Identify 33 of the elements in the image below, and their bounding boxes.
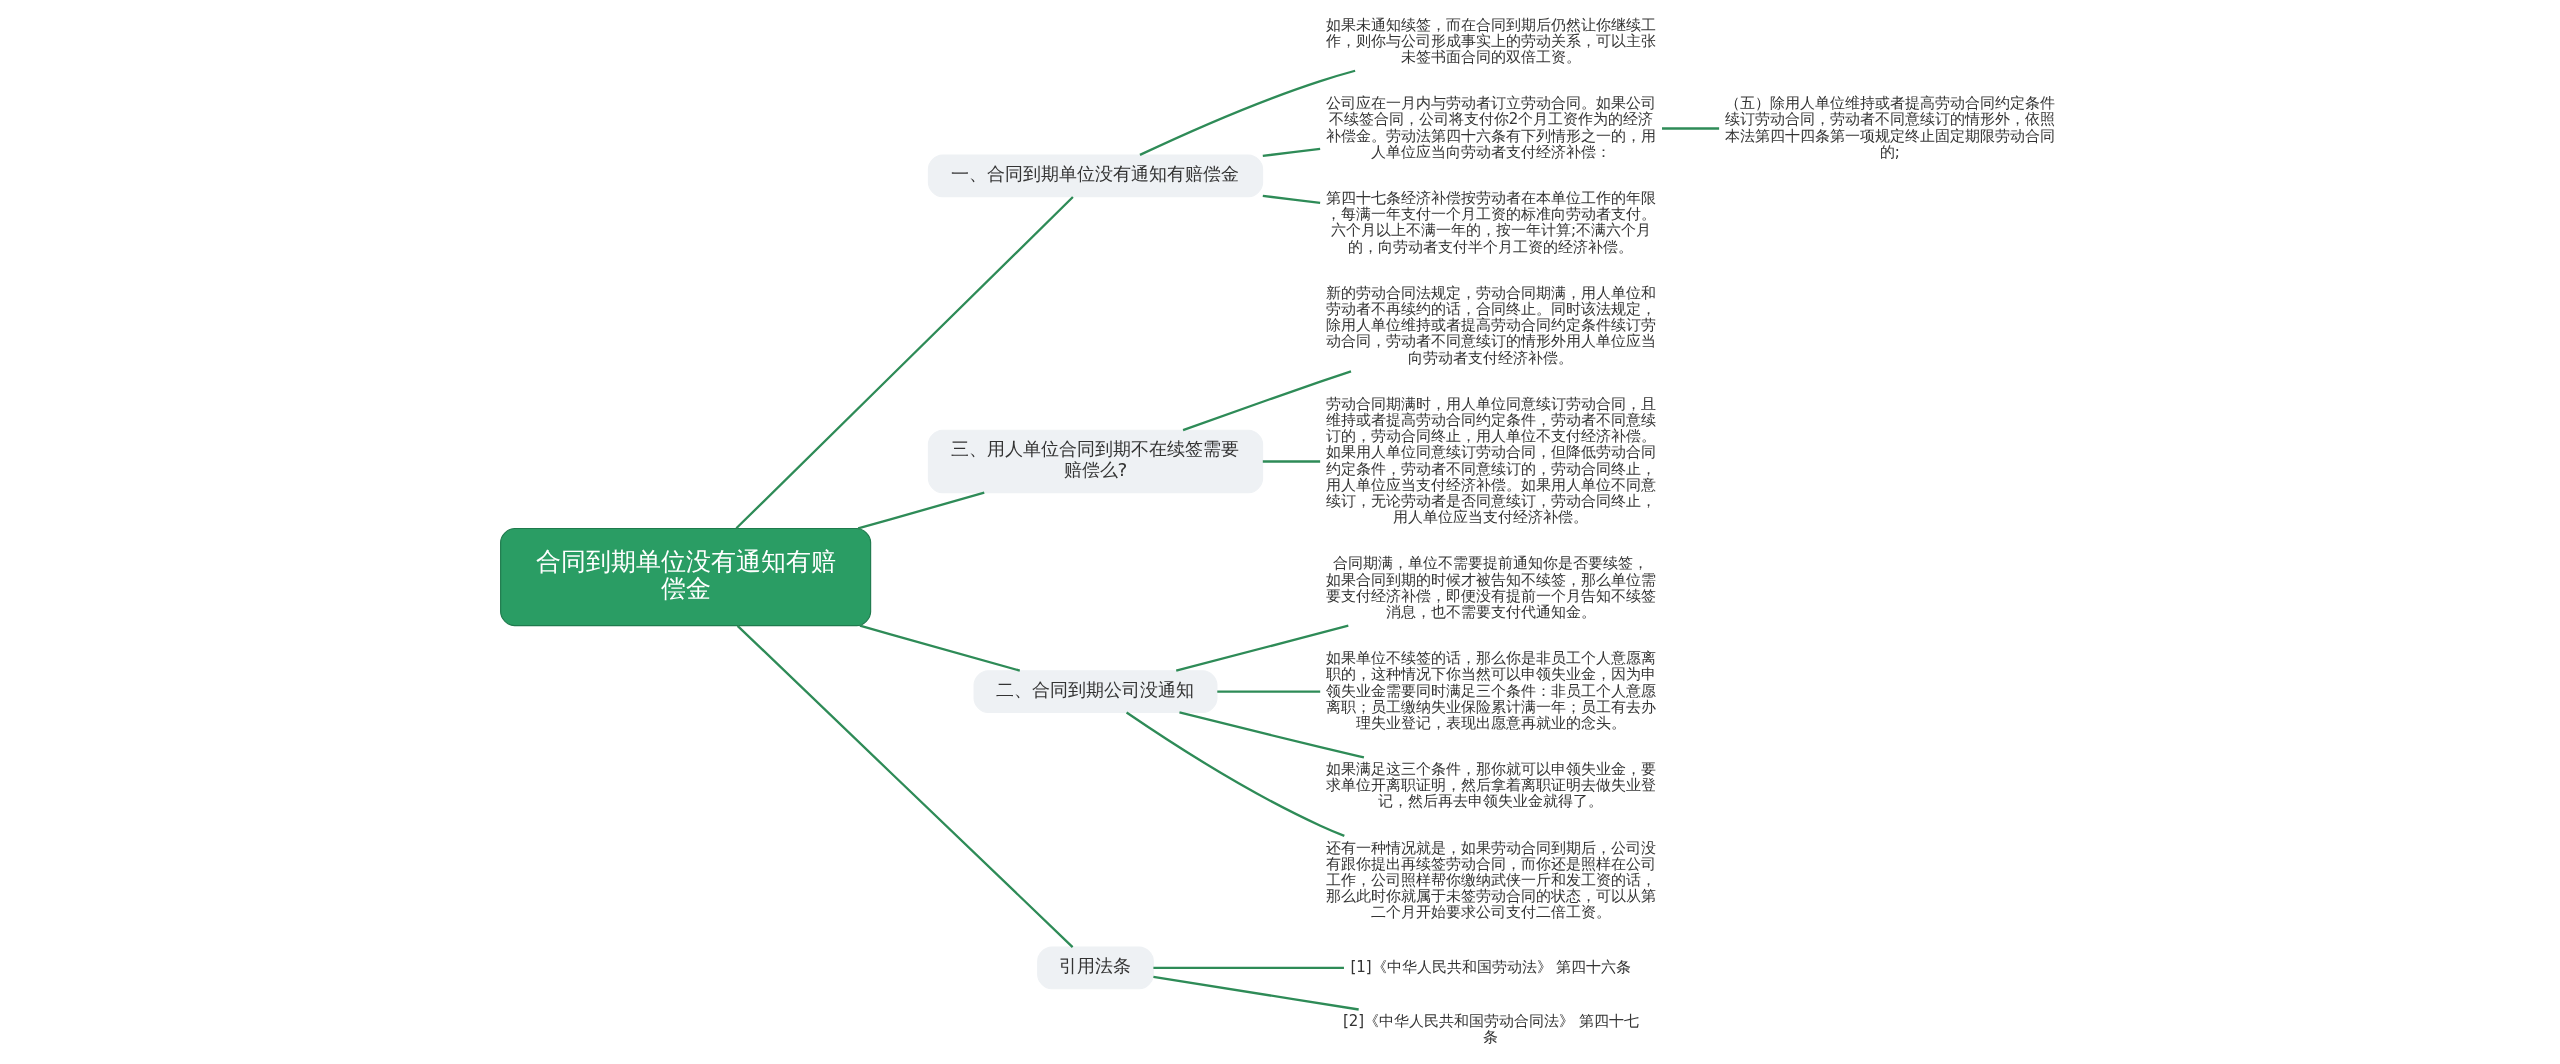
- node-text: 公司应在一月内与劳动者订立劳动合同。如果公司不续签合同，公司将支付你2个月工资作为的经济补偿金。劳动法第四十六条有下列情形之一的，用人单位应当向劳动者支付经济补偿：: [1325, 94, 1656, 161]
- node-text: （五）除用人单位维持或者提高劳动合同约定条件续订劳动合同，劳动者不同意续订的情形外，依照本法第四十四条第一项规定终止固定期限劳动合同的;: [1724, 94, 2055, 161]
- node-text: [1]《中华人民共和国劳动法》 第四十六条: [1349, 957, 1631, 976]
- connector: [1262, 194, 1320, 204]
- connector: [857, 491, 985, 530]
- node-text: 如果未通知续签，而在合同到期后仍然让你继续工作，则你与公司形成事实上的劳动关系，可以主张未签书面合同的双倍工资。: [1325, 15, 1656, 66]
- connector: [1152, 975, 1359, 1011]
- node-text: 新的劳动合同法规定，劳动合同期满，用人单位和劳动者不再续约的话，合同终止。同时该法规定，除用人单位维持或者提高劳动合同约定条件续订劳动合同，劳动者不同意续订的情形外用人单位应当向劳动者支付经济补偿。: [1325, 283, 1656, 367]
- connector: [1152, 966, 1344, 970]
- node-text: 还有一种情况就是，如果劳动合同到期后，公司没有跟你提出再续签劳动合同，而你还是照样在公司工作，公司照样帮你缴纳武侠一斤和发工资的话，那么此时你就属于未签劳动合同的状态，可以从第二个月开始要求公司支付二倍工资。: [1325, 838, 1656, 922]
- connector: [1216, 690, 1320, 693]
- node-text: 如果单位不续签的话，那么你是非员工个人意愿离职的，这种情况下你当然可以申领失业金，因为申领失业金需要同时满足三个条件：非员工个人意愿离职；员工缴纳失业保险累计满一年；员工有去办理失业登记，表现出愿意再就业的念头。: [1325, 649, 1656, 732]
- connector: [735, 196, 1074, 530]
- node-text: 如果满足这三个条件，那你就可以申领失业金，要求单位开离职证明，然后拿着离职证明去做失业登记，然后再去申领失业金就得了。: [1325, 760, 1656, 811]
- node-text: 合同期满，单位不需要提前通知你是否要续签，如果合同到期的时候才被告知不续签，那么单位需要支付经济补偿，即便没有提前一个月告知不续签消息，也不需要支付代通知金。: [1325, 554, 1656, 621]
- connector: [1262, 460, 1320, 463]
- node-box: 二、合同到期公司没通知: [973, 670, 1217, 713]
- connector: [1182, 370, 1351, 432]
- node-box: 合同到期单位没有通知有赔偿金: [499, 527, 871, 627]
- node-box: 引用法条: [1036, 946, 1154, 990]
- connector: [1661, 127, 1719, 130]
- node-box: 一、合同到期单位没有通知有赔偿金: [927, 154, 1263, 198]
- node-box: 三、用人单位合同到期不在续签需要赔偿么?: [927, 429, 1263, 494]
- connector: [1175, 624, 1349, 672]
- connector: [1138, 69, 1355, 156]
- node-text: [2]《中华人民共和国劳动合同法》 第四十七条: [1342, 1012, 1639, 1047]
- connector: [736, 624, 1073, 948]
- node-text: 第四十七条经济补偿按劳动者在本单位工作的年限，每满一年支付一个月工资的标准向劳动者支付。六个月以上不满一年的，按一年计算;不满六个月的，向劳动者支付半个月工资的经济补偿。: [1325, 188, 1656, 256]
- connector: [1262, 147, 1320, 157]
- connector: [859, 624, 1020, 672]
- connector: [1125, 711, 1345, 837]
- connector: [1178, 711, 1364, 759]
- node-text: 劳动合同期满时，用人单位同意续订劳动合同，且维持或者提高劳动合同约定条件，劳动者不同意续订的，劳动合同终止，用人单位不支付经济补偿。如果用人单位同意续订劳动合同，但降低劳动合同约定条件，劳动者不同意续订的，劳动合同终止，用人单位应当支付经济补偿。如果用人单位不同意续订，无论劳动者是否同意续订，劳动合同终止，用人单位应当支付经济补偿。: [1325, 394, 1656, 527]
